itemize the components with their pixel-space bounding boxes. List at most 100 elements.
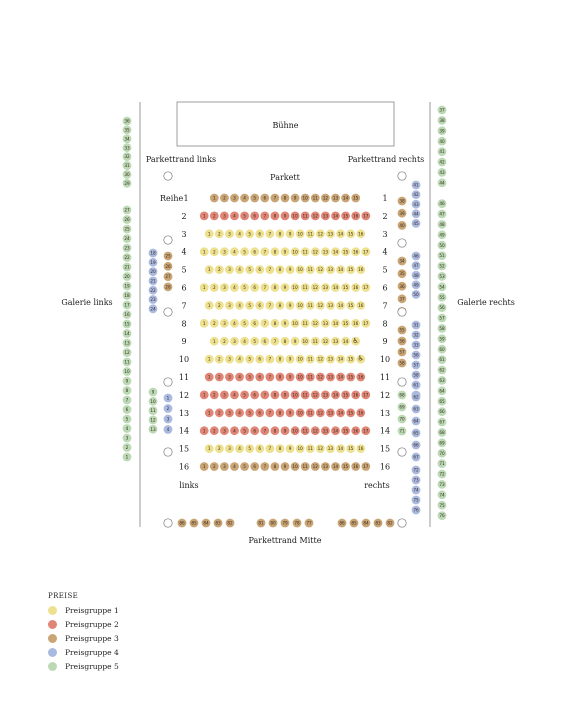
parkett-seat[interactable]: [260, 336, 270, 346]
parkett-seat[interactable]: [265, 354, 275, 364]
galerie-links-seat[interactable]: [122, 161, 132, 170]
parkettrand-rechts-seat[interactable]: [411, 350, 421, 360]
parkett-seat[interactable]: [300, 462, 310, 471]
parkettrand-rechts-seat[interactable]: [411, 261, 421, 270]
galerie-rechts-seat[interactable]: [437, 282, 447, 292]
parkettrand-mitte-seat[interactable]: [201, 518, 211, 528]
parkett-seat[interactable]: [361, 318, 371, 328]
parkett-seat[interactable]: [356, 265, 366, 274]
parkett-seat[interactable]: [265, 444, 275, 453]
galerie-links-seat[interactable]: [122, 319, 132, 329]
galerie-rechts-seat[interactable]: [437, 199, 447, 209]
parkett-seat[interactable]: [260, 462, 270, 471]
parkett-seat[interactable]: [240, 336, 250, 346]
parkettrand-links-seat[interactable]: [148, 248, 158, 258]
parkett-seat[interactable]: [290, 211, 300, 221]
parkettrand-rechts-seat[interactable]: [411, 180, 421, 190]
parkett-seat[interactable]: [310, 283, 320, 292]
parkettrand-links-seat[interactable]: [163, 251, 173, 261]
parkettrand-links-seat[interactable]: [163, 393, 173, 403]
parkett-seat[interactable]: [331, 336, 340, 346]
parkett-seat[interactable]: [321, 462, 330, 471]
galerie-rechts-seat[interactable]: [437, 469, 447, 479]
parkett-seat[interactable]: [336, 301, 345, 310]
parkett-seat[interactable]: [275, 372, 285, 382]
galerie-links-seat[interactable]: [122, 178, 132, 188]
parkett-seat[interactable]: [230, 390, 239, 400]
parkett-seat[interactable]: [346, 265, 356, 274]
parkett-seat[interactable]: [199, 318, 209, 328]
galerie-links-seat[interactable]: [122, 376, 132, 386]
parkett-seat[interactable]: [305, 265, 315, 274]
parkett-seat[interactable]: [341, 336, 350, 346]
galerie-links-seat[interactable]: [122, 357, 132, 367]
parkett-seat[interactable]: [240, 283, 250, 292]
parkett-seat[interactable]: [209, 390, 219, 400]
parkett-seat[interactable]: [265, 229, 275, 239]
parkett-seat[interactable]: [321, 426, 330, 436]
parkett-seat[interactable]: [204, 408, 214, 418]
parkett-seat[interactable]: [351, 283, 361, 292]
parkett-seat[interactable]: [305, 372, 315, 382]
parkett-seat[interactable]: [285, 354, 295, 364]
parkett-seat[interactable]: [346, 354, 356, 364]
parkett-seat[interactable]: [209, 336, 219, 346]
parkettrand-rechts-seat[interactable]: [411, 219, 421, 228]
galerie-links-seat[interactable]: [122, 215, 132, 224]
parkett-seat[interactable]: [270, 283, 280, 292]
parkett-seat[interactable]: [204, 301, 214, 310]
parkettrand-rechts-seat[interactable]: [411, 190, 421, 200]
parkett-seat[interactable]: [321, 283, 330, 292]
parkettrand-rechts-seat[interactable]: [411, 209, 421, 219]
parkett-seat[interactable]: [245, 408, 255, 418]
parkett-seat[interactable]: [280, 426, 290, 436]
galerie-links-seat[interactable]: [122, 414, 132, 424]
parkett-seat[interactable]: [336, 354, 345, 364]
parkettrand-mitte-seat[interactable]: [373, 518, 383, 528]
parkett-seat[interactable]: [285, 408, 295, 418]
parkett-seat[interactable]: [214, 372, 224, 382]
parkett-seat[interactable]: [214, 229, 224, 239]
parkett-seat[interactable]: [280, 390, 290, 400]
parkettrand-links-seat[interactable]: [148, 304, 158, 314]
galerie-links-seat[interactable]: [122, 143, 132, 153]
parkett-seat[interactable]: [245, 229, 255, 239]
parkett-seat[interactable]: [346, 301, 356, 310]
parkettrand-links-seat[interactable]: [148, 257, 158, 267]
parkett-seat[interactable]: [300, 283, 310, 292]
parkettrand-mitte-seat[interactable]: [280, 518, 290, 528]
parkett-seat[interactable]: [255, 301, 265, 310]
parkett-seat[interactable]: [225, 301, 234, 310]
galerie-links-seat[interactable]: [122, 433, 132, 443]
parkett-seat[interactable]: [280, 247, 290, 257]
galerie-links-seat[interactable]: [122, 395, 132, 405]
parkett-seat[interactable]: [356, 301, 366, 310]
parkett-seat[interactable]: [230, 462, 239, 471]
parkettrand-rechts-seat[interactable]: [397, 256, 407, 266]
parkett-seat[interactable]: [280, 193, 290, 203]
parkett-seat[interactable]: [315, 354, 325, 364]
parkettrand-rechts-seat[interactable]: [411, 452, 421, 462]
parkett-seat[interactable]: [235, 444, 244, 453]
parkett-seat[interactable]: [209, 283, 219, 292]
parkett-seat[interactable]: [230, 247, 239, 257]
galerie-links-seat[interactable]: [122, 338, 132, 348]
parkettrand-rechts-seat[interactable]: [411, 495, 421, 505]
galerie-rechts-seat[interactable]: [437, 407, 447, 416]
parkettrand-rechts-seat[interactable]: [397, 294, 407, 304]
galerie-links-seat[interactable]: [122, 452, 132, 462]
parkett-seat[interactable]: [290, 283, 300, 292]
parkett-seat[interactable]: [285, 265, 295, 274]
parkettrand-rechts-seat[interactable]: [397, 426, 407, 436]
parkett-seat[interactable]: [280, 211, 290, 221]
galerie-rechts-seat[interactable]: [437, 136, 447, 146]
parkett-seat[interactable]: [346, 229, 356, 239]
parkett-seat[interactable]: [270, 426, 280, 436]
parkett-seat[interactable]: [250, 211, 260, 221]
galerie-links-seat[interactable]: [122, 329, 132, 338]
parkett-seat[interactable]: [250, 247, 260, 257]
parkett-seat[interactable]: [255, 354, 265, 364]
parkett-seat[interactable]: [209, 318, 219, 328]
parkett-seat[interactable]: [245, 444, 255, 453]
parkettrand-rechts-seat[interactable]: [411, 270, 421, 280]
